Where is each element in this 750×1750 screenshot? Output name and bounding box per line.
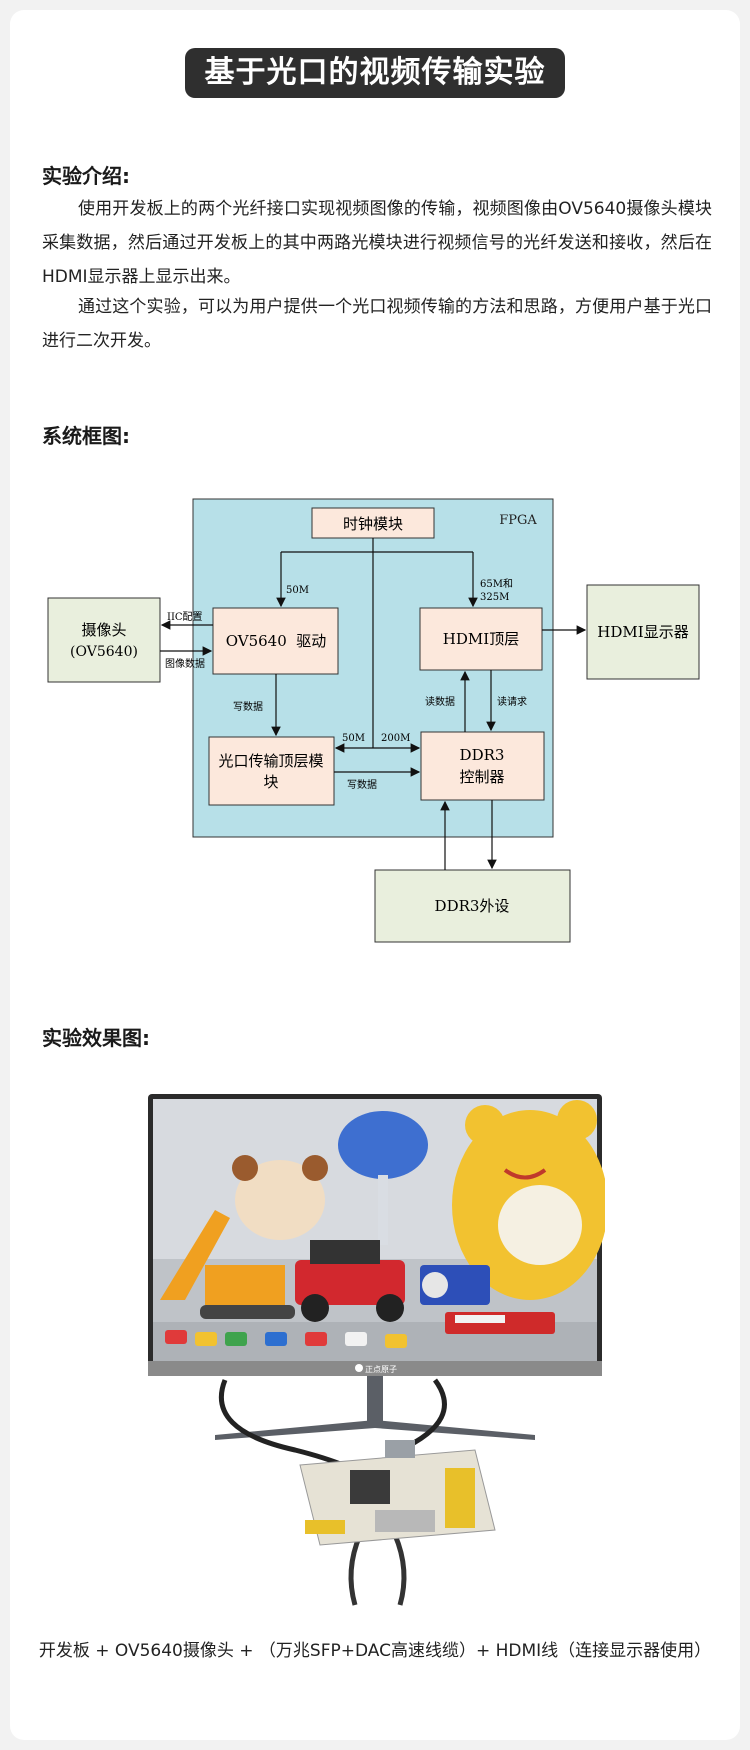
hdmi-display-block xyxy=(586,584,700,680)
system-block-diagram: FPGA 时钟模块 摄像头 (OV5640) OV5640 驱动 HDMI顶层 … xyxy=(40,490,710,950)
optical-top-label-2: 块 xyxy=(263,773,278,791)
ddr3-controller-block xyxy=(420,731,545,801)
read-data-label: 读数据 xyxy=(425,695,455,708)
ddr3-external-block xyxy=(374,869,571,943)
clk-50m-opt-label: 50M xyxy=(342,733,365,744)
white-bear xyxy=(235,1160,325,1240)
iic-config-label: IIC配置 xyxy=(167,611,203,623)
result-heading: 实验效果图: xyxy=(42,1026,150,1050)
monitor-stand xyxy=(367,1376,383,1426)
intro-paragraph-2: 通过这个实验，可以为用户提供一个光口视频传输的方法和思路，方便用户基于光口进行二… xyxy=(42,297,712,351)
ddr3-controller-label-2: 控制器 xyxy=(459,768,504,786)
write-data-opt-label: 写数据 xyxy=(347,778,377,791)
result-photo: 正点原子 xyxy=(145,1090,608,1610)
ddr3-controller-label-1: DDR3 xyxy=(460,746,505,764)
clk-hdmi-label-1: 65M和 xyxy=(480,578,513,590)
hdmi-top-block xyxy=(419,607,543,671)
page-title: 基于光口的视频传输实验 xyxy=(185,48,565,98)
clk-200m-label: 200M xyxy=(381,733,410,744)
clock-block xyxy=(311,507,435,539)
optical-top-label-1: 光口传输顶层模 xyxy=(218,752,323,770)
monitor-chin xyxy=(148,1361,602,1376)
hdmi-top-label: HDMI顶层 xyxy=(443,630,519,648)
clk-hdmi-label-2: 325M xyxy=(480,592,509,603)
optical-top-block xyxy=(208,736,335,806)
camera-block xyxy=(47,597,161,683)
monitor-brand: 正点原子 xyxy=(365,1365,397,1374)
red-jeep xyxy=(295,1260,405,1305)
lamp-shade xyxy=(338,1111,428,1179)
hdmi-display-label: HDMI显示器 xyxy=(597,623,688,641)
clk-50m-ov-label: 50M xyxy=(286,585,309,596)
fpga-label: FPGA xyxy=(499,513,537,528)
camera-label-1: 摄像头 xyxy=(81,621,126,639)
result-caption: 开发板 + OV5640摄像头 + （万兆SFP+DAC高速线缆）+ HDMI线… xyxy=(38,1641,712,1661)
diagram-heading: 系统框图: xyxy=(42,424,130,448)
ddr3-external-label: DDR3外设 xyxy=(435,897,510,915)
camera-label-2: (OV5640) xyxy=(70,644,138,660)
write-data-ov-label: 写数据 xyxy=(233,700,263,713)
intro-paragraph-1: 使用开发板上的两个光纤接口实现视频图像的传输，视频图像由OV5640摄像头模块采… xyxy=(42,199,712,287)
read-request-label: 读请求 xyxy=(497,695,527,708)
image-data-label: 图像数据 xyxy=(165,657,205,670)
intro-heading: 实验介绍: xyxy=(42,164,130,188)
excavator xyxy=(160,1210,230,1300)
ov5640-driver-label: OV5640 驱动 xyxy=(226,632,327,650)
clock-block-label: 时钟模块 xyxy=(343,515,403,533)
ov5640-driver-block xyxy=(212,607,339,675)
